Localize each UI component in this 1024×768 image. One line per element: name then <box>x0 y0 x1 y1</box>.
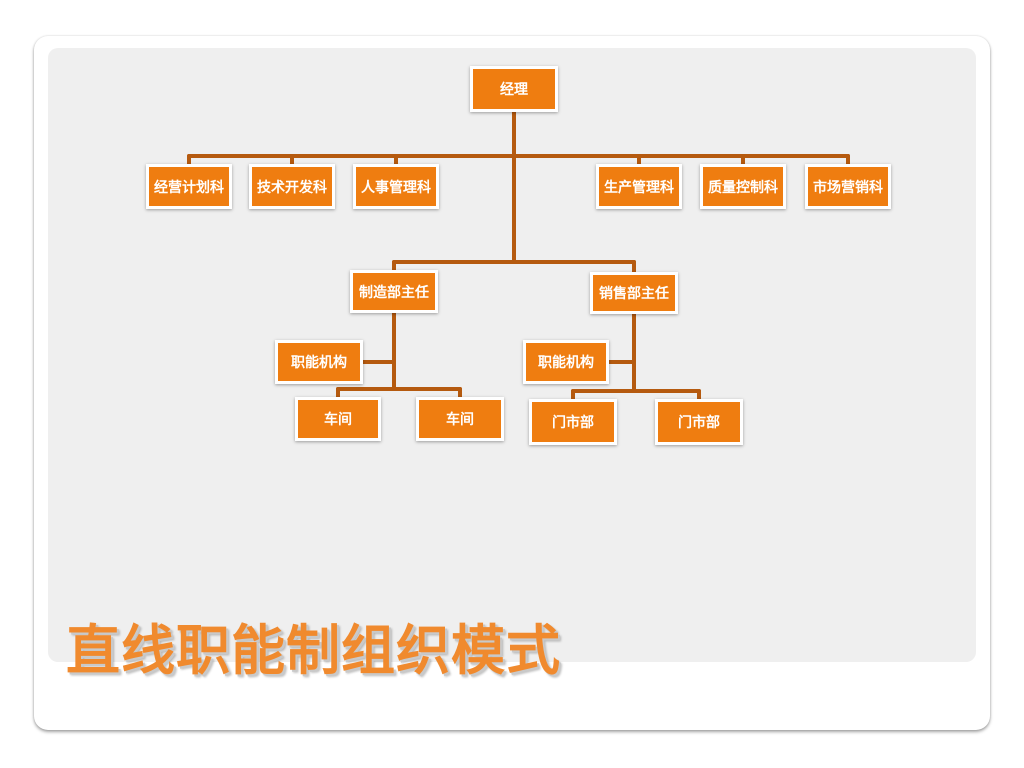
node-staff-department: 生产管理科 <box>596 164 682 209</box>
node-retail-store: 门市部 <box>655 399 743 445</box>
node-staff-department: 技术开发科 <box>249 164 335 209</box>
node-staff-department: 市场营销科 <box>805 164 891 209</box>
node-retail-store: 门市部 <box>529 399 617 445</box>
node-workshop: 车间 <box>416 397 504 441</box>
node-workshop: 车间 <box>295 397 381 441</box>
node-sales-head: 销售部主任 <box>590 272 678 314</box>
node-staff-department: 质量控制科 <box>700 164 786 209</box>
node-sales-function: 职能机构 <box>523 340 609 384</box>
node-general-manager: 经理 <box>470 66 558 112</box>
node-manufacturing-function: 职能机构 <box>275 340 363 384</box>
slide-title: 直线职能制组织模式 <box>66 619 561 682</box>
node-staff-department: 经营计划科 <box>146 164 232 209</box>
node-manufacturing-head: 制造部主任 <box>350 270 438 313</box>
node-staff-department: 人事管理科 <box>353 164 439 209</box>
